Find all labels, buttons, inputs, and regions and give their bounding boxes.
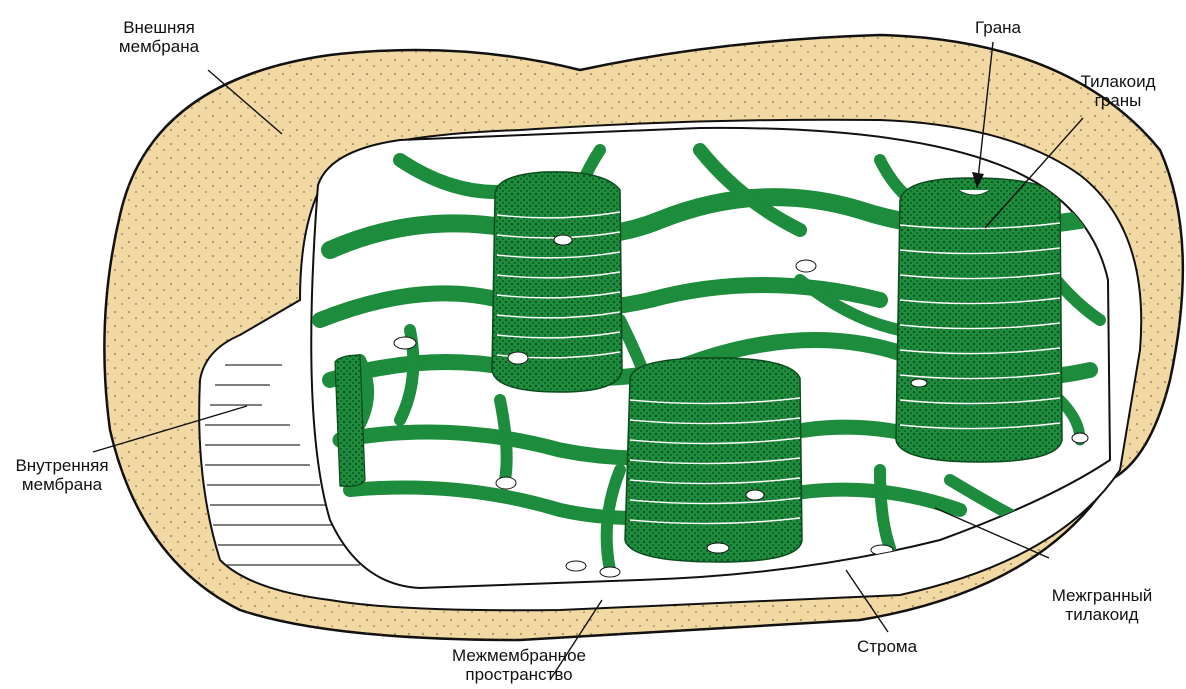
label-intergranal-thylakoid-line2: тилакоид	[1040, 605, 1164, 624]
label-intergranal-thylakoid-line1: Межгранный	[1040, 586, 1164, 605]
label-granum-line1: Грана	[958, 18, 1038, 37]
label-inner-membrane: Внутренняя мембрана	[2, 456, 122, 494]
label-intermembrane-space-line1: Межмембранное	[434, 646, 604, 665]
label-granal-thylakoid-line1: Тилакоид	[1063, 72, 1173, 91]
label-outer-membrane-line1: Внешняя	[104, 18, 214, 37]
label-intermembrane-space-line2: пространство	[434, 665, 604, 684]
label-stroma: Строма	[845, 637, 929, 656]
label-intermembrane-space: Межмембранное пространство	[434, 646, 604, 684]
label-inner-membrane-line2: мембрана	[2, 475, 122, 494]
granum-right	[896, 178, 1062, 462]
label-granal-thylakoid: Тилакоид граны	[1063, 72, 1173, 110]
label-outer-membrane-line2: мембрана	[104, 37, 214, 56]
label-granal-thylakoid-line2: граны	[1063, 91, 1173, 110]
label-outer-membrane: Внешняя мембрана	[104, 18, 214, 56]
granum-center	[625, 358, 802, 562]
label-granum: Грана	[958, 18, 1038, 37]
label-stroma-line1: Строма	[845, 637, 929, 656]
granum-small-left	[335, 355, 365, 486]
label-intergranal-thylakoid: Межгранный тилакоид	[1040, 586, 1164, 624]
label-inner-membrane-line1: Внутренняя	[2, 456, 122, 475]
